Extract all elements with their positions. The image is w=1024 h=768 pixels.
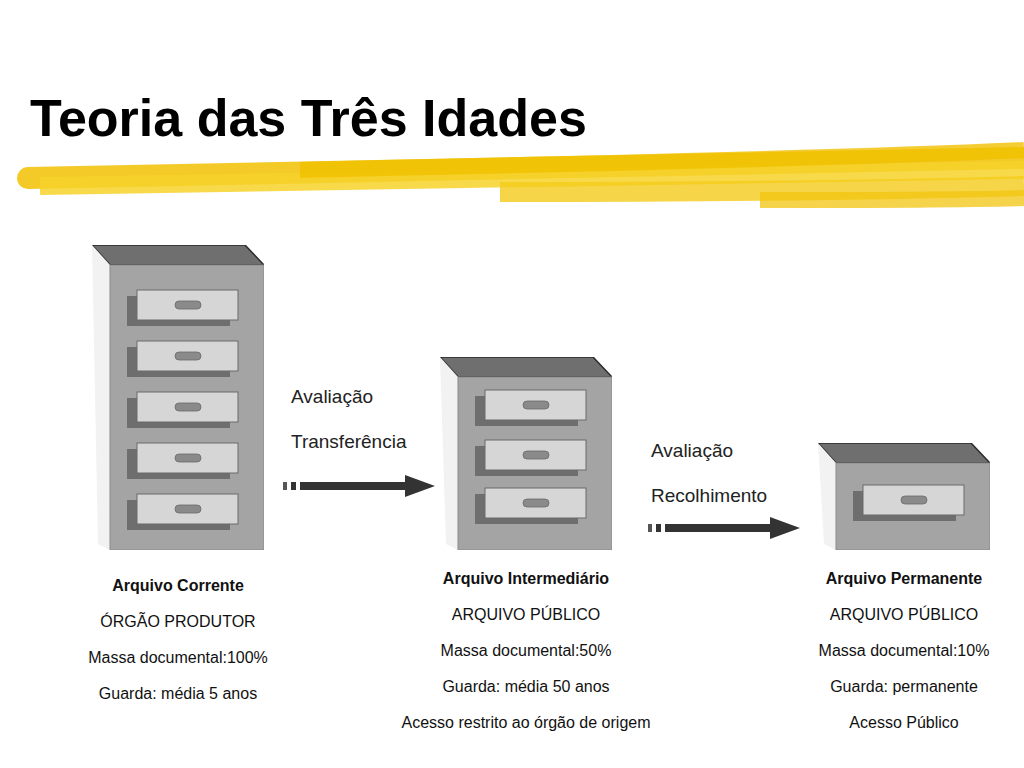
- filing-cabinet: [92, 245, 264, 550]
- diagram-title: Teoria das Três Idades: [30, 88, 587, 148]
- archive-detail: Guarda: permanente: [819, 669, 990, 705]
- archive-detail: Acesso Público: [819, 705, 990, 741]
- archive-detail: Guarda: média 50 anos: [401, 669, 650, 705]
- archive-name: Arquivo Permanente: [819, 561, 990, 597]
- transfer-arrow: [648, 517, 800, 539]
- archive-detail: Guarda: média 5 anos: [88, 676, 268, 712]
- archive-cabinet-node: Arquivo CorrenteÓRGÃO PRODUTORMassa docu…: [92, 245, 264, 550]
- filing-cabinet: [440, 357, 612, 550]
- archive-detail: Massa documental:10%: [819, 633, 990, 669]
- archive-detail: Massa documental:50%: [401, 633, 650, 669]
- archive-detail: ARQUIVO PÚBLICO: [819, 597, 990, 633]
- archive-cabinet-node: Arquivo PermanenteARQUIVO PÚBLICOMassa d…: [818, 443, 990, 550]
- archive-name: Arquivo Corrente: [88, 568, 268, 604]
- node-caption: Arquivo IntermediárioARQUIVO PÚBLICOMass…: [401, 561, 650, 741]
- archive-detail: Acesso restrito ao órgão de origem: [401, 705, 650, 741]
- archive-detail: Massa documental:100%: [88, 640, 268, 676]
- node-caption: Arquivo CorrenteÓRGÃO PRODUTORMassa docu…: [88, 568, 268, 712]
- edge-label: Avaliação Recolhimento: [651, 428, 791, 518]
- filing-cabinet: [818, 443, 990, 550]
- transfer-arrow: [283, 475, 435, 497]
- edge-label: Avaliação Transferência: [291, 374, 431, 464]
- archive-detail: ÓRGÃO PRODUTOR: [88, 604, 268, 640]
- node-caption: Arquivo PermanenteARQUIVO PÚBLICOMassa d…: [819, 561, 990, 741]
- archive-cabinet-node: Arquivo IntermediárioARQUIVO PÚBLICOMass…: [440, 357, 612, 550]
- archive-detail: ARQUIVO PÚBLICO: [401, 597, 650, 633]
- archive-name: Arquivo Intermediário: [401, 561, 650, 597]
